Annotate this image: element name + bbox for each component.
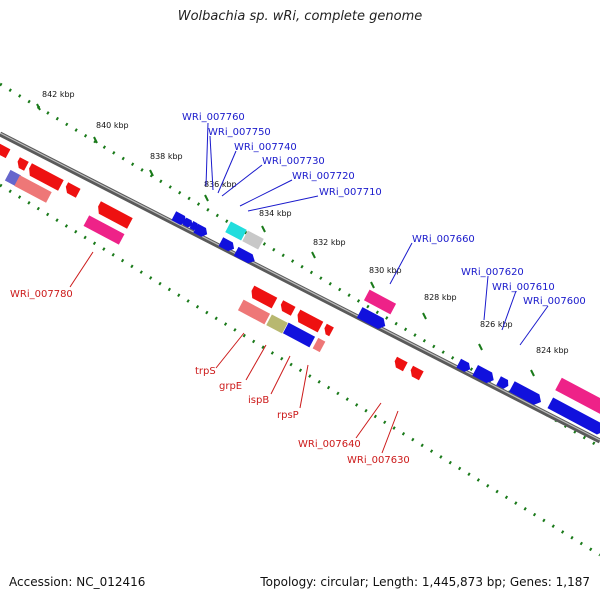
tick-label-834: 834 kbp xyxy=(259,209,292,218)
scale-ticks: 842 kbp 840 kbp 838 kbp 836 kbp 834 kbp … xyxy=(36,90,569,377)
label-WRi_007750[interactable]: WRi_007750 xyxy=(208,127,271,138)
feature-rpsP[interactable] xyxy=(312,337,326,353)
feature-red-left-b[interactable] xyxy=(15,157,29,171)
label-WRi_007730[interactable]: WRi_007730 xyxy=(262,156,325,167)
feature-WRi_007630[interactable] xyxy=(408,365,424,381)
topology-summary: Topology: circular; Length: 1,445,873 bp… xyxy=(260,575,590,589)
tick-label-826: 826 kbp xyxy=(480,320,513,329)
reverse-features xyxy=(0,141,424,381)
label-WRi_007600[interactable]: WRi_007600 xyxy=(523,296,586,307)
tick-830: 830 kbp xyxy=(369,266,402,289)
label-WRi_007740[interactable]: WRi_007740 xyxy=(234,142,297,153)
tick-828: 828 kbp xyxy=(422,293,457,320)
feature-WRi_007730[interactable] xyxy=(193,223,209,239)
tick-label-838: 838 kbp xyxy=(150,152,183,161)
feature-red-mid[interactable] xyxy=(95,201,133,229)
feature-red-cluster-d[interactable] xyxy=(322,323,334,337)
feature-red-cluster-a[interactable] xyxy=(249,285,278,309)
feature-WRi_007660[interactable] xyxy=(363,289,397,315)
backbone xyxy=(0,131,600,444)
feature-WRi_007600[interactable] xyxy=(509,381,544,407)
label-ispB[interactable]: ispB xyxy=(248,395,269,406)
feature-trpS[interactable] xyxy=(237,299,271,325)
feature-blue-e[interactable] xyxy=(547,397,600,437)
label-WRi_007640[interactable]: WRi_007640 xyxy=(298,439,361,450)
reverse-labels: WRi_007780 trpS grpE ispB rpsP WRi_00764… xyxy=(10,251,410,466)
tick-label-828: 828 kbp xyxy=(424,293,457,302)
accession-text: Accession: NC_012416 xyxy=(9,575,146,589)
label-WRi_007780[interactable]: WRi_007780 xyxy=(10,289,73,300)
feature-red-left-a[interactable] xyxy=(0,141,11,159)
tick-840: 840 kbp xyxy=(93,121,129,144)
label-WRi_007760[interactable]: WRi_007760 xyxy=(182,112,245,123)
tick-832: 832 kbp xyxy=(311,238,346,259)
tick-826: 826 kbp xyxy=(478,320,513,351)
label-WRi_007720[interactable]: WRi_007720 xyxy=(292,171,355,182)
feature-WRi_007620[interactable] xyxy=(472,365,496,385)
tick-label-836: 836 kbp xyxy=(204,180,237,189)
tick-label-832: 832 kbp xyxy=(313,238,346,247)
feature-WRi_007780[interactable] xyxy=(83,215,125,245)
feature-red-cluster-c[interactable] xyxy=(295,309,324,333)
label-WRi_007710[interactable]: WRi_007710 xyxy=(319,187,382,198)
forward-features xyxy=(171,211,600,437)
label-WRi_007620[interactable]: WRi_007620 xyxy=(461,267,524,278)
tick-842: 842 kbp xyxy=(36,90,75,111)
label-rpsP[interactable]: rpsP xyxy=(277,410,299,421)
feature-blue-d[interactable] xyxy=(456,358,472,374)
feature-grpE[interactable] xyxy=(266,314,288,334)
feature-blue-c[interactable] xyxy=(356,307,388,331)
feature-red-left-c[interactable] xyxy=(26,163,64,191)
label-trpS[interactable]: trpS xyxy=(195,366,216,377)
tick-label-824: 824 kbp xyxy=(536,346,569,355)
tick-834: 834 kbp xyxy=(259,209,292,233)
feature-WRi_007640[interactable] xyxy=(392,356,408,372)
map-title: Wolbachia sp. wRi, complete genome xyxy=(177,9,423,24)
feature-salmon-left[interactable] xyxy=(14,175,52,203)
feature-WRi_007760[interactable] xyxy=(171,211,188,226)
tick-label-830: 830 kbp xyxy=(369,266,402,275)
label-grpE[interactable]: grpE xyxy=(219,381,242,392)
tick-label-840: 840 kbp xyxy=(96,121,129,130)
tick-label-842: 842 kbp xyxy=(42,90,75,99)
label-WRi_007660[interactable]: WRi_007660 xyxy=(412,234,475,245)
feature-blue-a[interactable] xyxy=(218,237,236,253)
feature-red-left-d[interactable] xyxy=(63,182,81,198)
feature-WRi_007710[interactable] xyxy=(242,230,264,250)
tick-838: 838 kbp xyxy=(149,152,183,177)
inner-dotted-track xyxy=(0,183,600,557)
feature-WRi_007720[interactable] xyxy=(225,221,247,241)
tick-824: 824 kbp xyxy=(530,346,569,377)
feature-ispB[interactable] xyxy=(282,322,316,348)
label-WRi_007630[interactable]: WRi_007630 xyxy=(347,455,410,466)
label-WRi_007610[interactable]: WRi_007610 xyxy=(492,282,555,293)
feature-WRi_007610[interactable] xyxy=(496,376,510,390)
feature-WRi_007740[interactable] xyxy=(189,221,199,231)
tick-836: 836 kbp xyxy=(204,180,237,202)
feature-red-cluster-b[interactable] xyxy=(278,300,296,316)
feature-blue-b[interactable] xyxy=(233,246,257,266)
forward-labels: WRi_007760 WRi_007750 WRi_007740 WRi_007… xyxy=(182,112,586,346)
feature-WRi_007750[interactable] xyxy=(182,217,195,229)
